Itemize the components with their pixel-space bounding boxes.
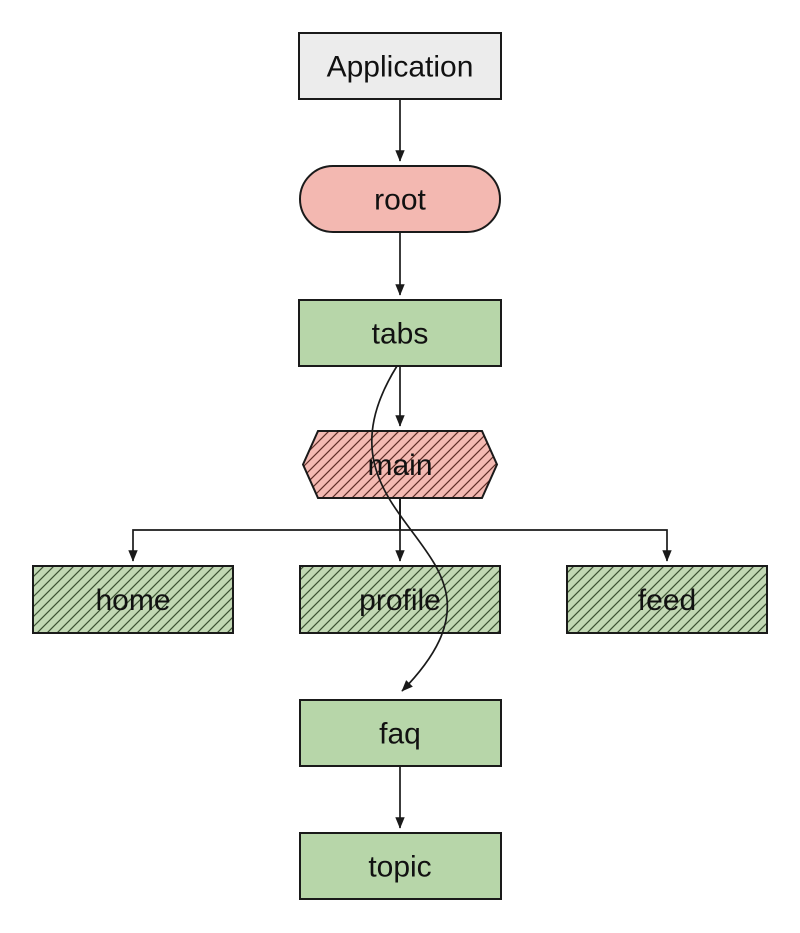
- node-faq-shape: [299, 699, 502, 767]
- node-tabs-label: tabs: [372, 318, 429, 351]
- node-application-shape: [298, 32, 502, 100]
- node-main-label: main: [367, 449, 432, 482]
- node-tabs-shape: [298, 299, 502, 367]
- edge-tabs-faq-curved: [371, 365, 449, 692]
- node-application: Application: [298, 32, 502, 100]
- node-home-shape: [32, 565, 234, 634]
- edges: [128, 99, 672, 829]
- node-topic-label: topic: [368, 851, 431, 884]
- node-root-label: root: [374, 184, 426, 217]
- node-topic: topic: [299, 832, 502, 900]
- node-home-label: home: [95, 584, 170, 617]
- node-tabs: tabs: [298, 299, 502, 367]
- node-profile-label: profile: [359, 584, 441, 617]
- node-topic-shape: [299, 832, 502, 900]
- node-feed-label: feed: [638, 584, 696, 617]
- node-home: home: [32, 565, 234, 634]
- node-feed-shape: [566, 565, 768, 634]
- node-application-label: Application: [327, 51, 474, 84]
- node-main: main: [301, 430, 499, 499]
- edge-main-home: [128, 498, 401, 562]
- node-main-shape: [301, 430, 499, 499]
- node-root: root: [299, 165, 501, 233]
- node-feed: feed: [566, 565, 768, 634]
- node-faq-label: faq: [379, 718, 421, 751]
- node-profile-shape: [299, 565, 501, 634]
- edge-main-feed: [399, 498, 672, 562]
- node-profile: profile: [299, 565, 501, 634]
- node-faq: faq: [299, 699, 502, 767]
